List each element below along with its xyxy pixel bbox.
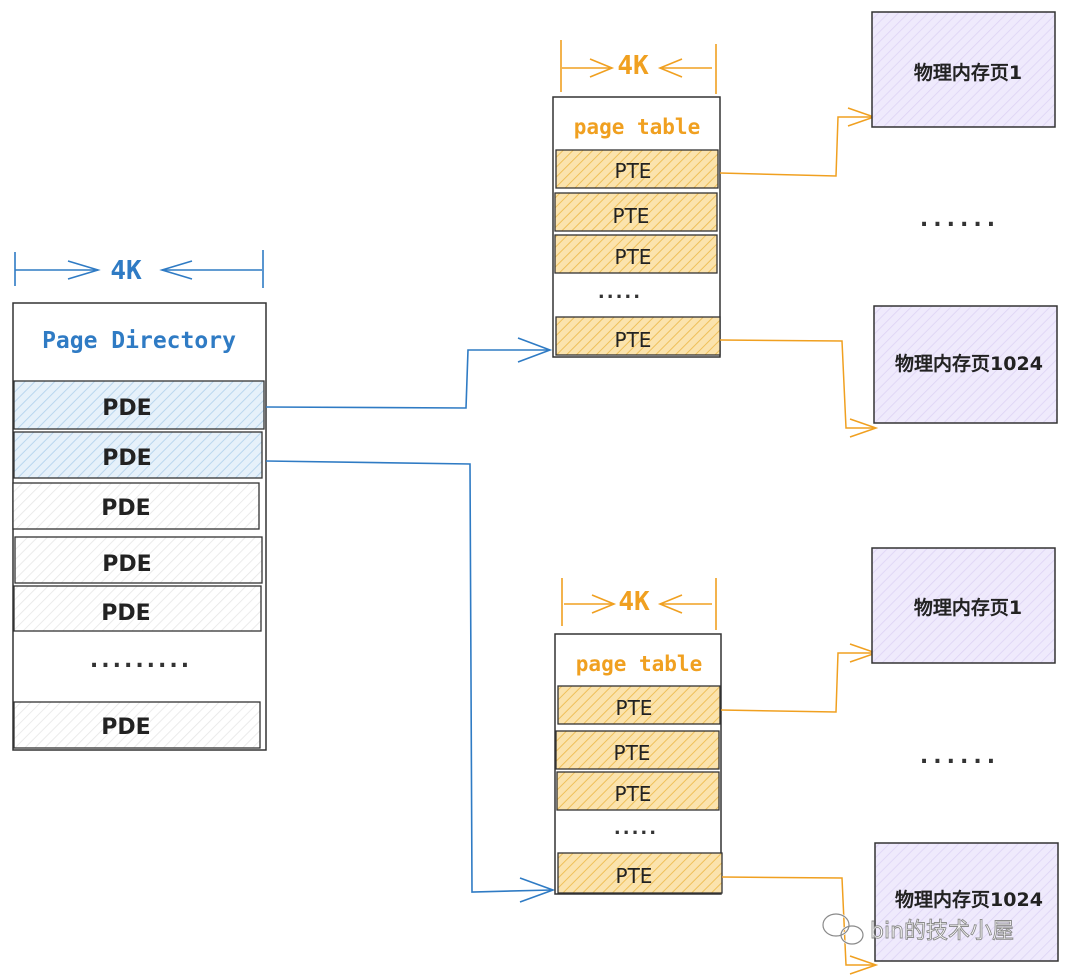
pde-connector xyxy=(265,460,556,903)
pt2-entry-label: PTE xyxy=(616,864,653,888)
physical-page: 物理内存页1 xyxy=(871,547,1056,664)
pd-entry-label: PDE xyxy=(101,715,150,740)
pt1-entry: PTE xyxy=(554,234,718,274)
pt1-entry: PTE xyxy=(555,149,719,189)
pt2-entry-label: PTE xyxy=(615,782,652,806)
pd-entry-label: PDE xyxy=(102,396,151,421)
physical-page-label: 物理内存页1 xyxy=(914,596,1022,619)
page-table-2: 4K page table PTE PTE PTE ..... PTE xyxy=(554,578,723,895)
pd-size-marker xyxy=(14,250,264,288)
pt2-size-label: 4K xyxy=(618,587,650,617)
pte-connector xyxy=(720,643,879,713)
pt2-entry: PTE xyxy=(556,771,720,811)
pd-entry: PDE xyxy=(13,585,262,632)
pte-connector xyxy=(719,339,879,438)
page-table-1: 4K page table PTE PTE PTE ..... PTE xyxy=(552,40,721,358)
pde-connector xyxy=(265,337,553,409)
pt1-size-marker xyxy=(560,40,717,94)
physical-page-label: 物理内存页1024 xyxy=(895,888,1043,911)
pt1-title: page table xyxy=(574,115,700,139)
wechat-icon xyxy=(822,913,864,945)
pd-entry-label: PDE xyxy=(101,496,150,521)
pt1-ellipsis: ..... xyxy=(598,282,642,303)
page-directory: 4K Page Directory PDE PDE PDE PDE PDE ..… xyxy=(12,250,267,751)
physical-ellipsis: ...... xyxy=(920,207,1000,232)
pd-entry-label: PDE xyxy=(102,446,151,471)
pt2-title: page table xyxy=(576,652,702,676)
pt1-size-label: 4K xyxy=(617,51,649,81)
pt1-entry: PTE xyxy=(555,316,721,356)
pd-entry: PDE xyxy=(12,482,260,530)
pt2-entry: PTE xyxy=(557,685,721,725)
pd-entry: PDE xyxy=(13,380,265,430)
pt2-entry-label: PTE xyxy=(616,696,653,720)
physical-page: 物理内存页1 xyxy=(871,11,1056,128)
pt1-entry-label: PTE xyxy=(613,204,650,228)
pd-entry: PDE xyxy=(13,701,261,749)
pt1-entry: PTE xyxy=(554,192,718,232)
pt1-entry-label: PTE xyxy=(615,159,652,183)
pt1-entry-label: PTE xyxy=(615,245,652,269)
watermark: bin的技术小屋 xyxy=(821,912,1014,946)
pd-size-label: 4K xyxy=(110,256,142,286)
watermark-text: bin的技术小屋 xyxy=(870,919,1014,944)
pd-title: Page Directory xyxy=(42,328,236,354)
pd-ellipsis: ......... xyxy=(90,648,192,673)
pt2-entry: PTE xyxy=(555,730,720,770)
pt1-entry-label: PTE xyxy=(615,328,652,352)
pd-entry-label: PDE xyxy=(101,601,150,626)
physical-ellipsis: ...... xyxy=(920,744,1000,769)
physical-page: 物理内存页1024 xyxy=(874,842,1059,962)
pte-connector xyxy=(719,107,877,177)
pd-entry: PDE xyxy=(13,431,263,479)
pte-connector xyxy=(721,876,879,975)
pt2-size-marker xyxy=(561,578,717,630)
pt2-ellipsis: ..... xyxy=(614,818,658,839)
physical-page-label: 物理内存页1024 xyxy=(895,352,1043,375)
pd-entry-label: PDE xyxy=(102,552,151,577)
physical-page-label: 物理内存页1 xyxy=(914,61,1022,84)
pt2-entry: PTE xyxy=(557,852,723,894)
physical-page: 物理内存页1024 xyxy=(873,305,1058,424)
pt2-entry-label: PTE xyxy=(614,741,651,765)
pd-entry: PDE xyxy=(14,536,263,584)
